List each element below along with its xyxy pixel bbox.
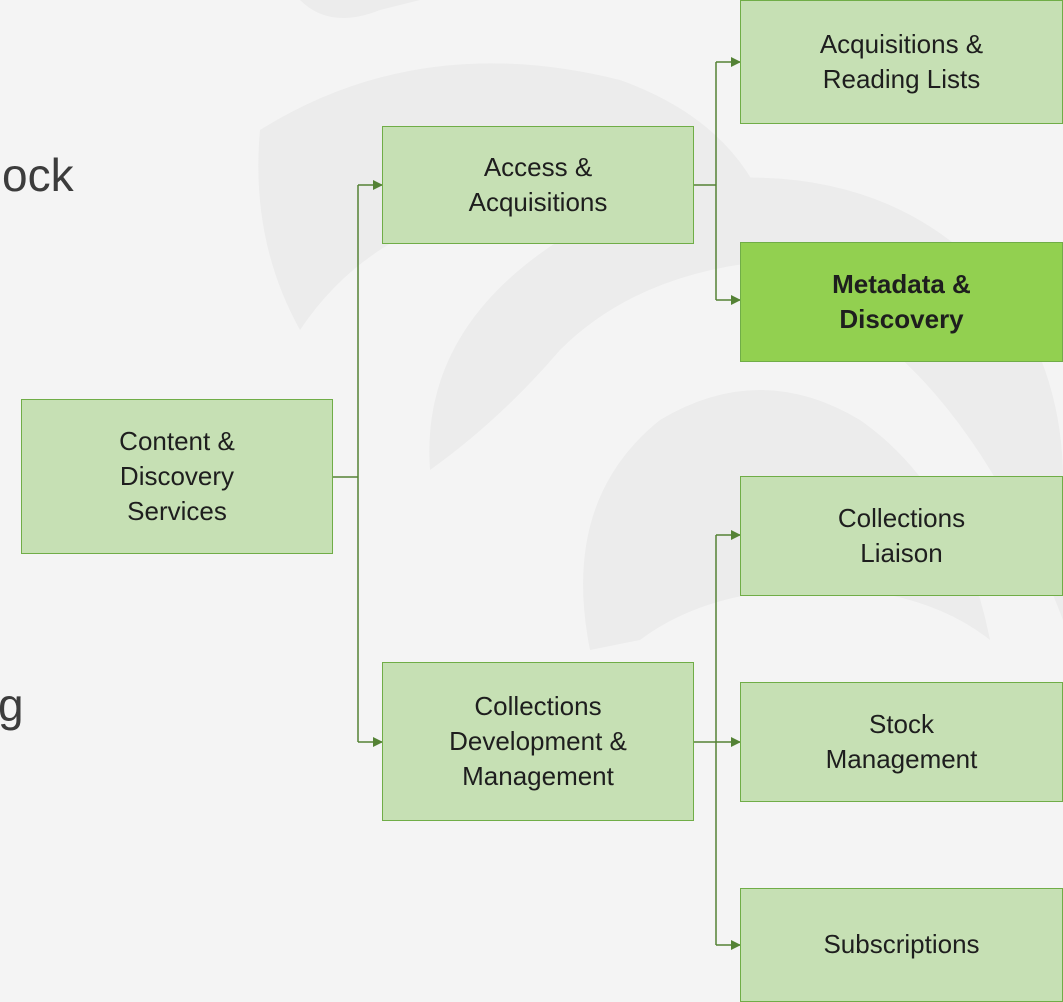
node-label: Stock Management — [825, 708, 978, 774]
node-subscriptions: Subscriptions — [740, 888, 1063, 1002]
node-label: Acquisitions & Reading Lists — [819, 28, 984, 94]
node-access-acquisitions: Access & Acquisitions — [382, 126, 694, 244]
node-collections-liaison: Collections Liaison — [740, 476, 1063, 596]
node-label: Collections Liaison — [837, 502, 966, 568]
node-stock-management: Stock Management — [740, 682, 1063, 802]
node-label: Metadata & Discovery — [832, 268, 971, 334]
node-label: Subscriptions — [823, 929, 980, 960]
left-text-fragment: g — [0, 679, 24, 731]
node-acquisitions-reading-lists: Acquisitions & Reading Lists — [740, 0, 1063, 124]
node-label: Access & Acquisitions — [468, 151, 608, 217]
node-label: Content & Discovery Services — [119, 425, 235, 527]
node-content-discovery-services: Content & Discovery Services — [21, 399, 333, 554]
node-collections-development-management: Collections Development & Management — [382, 662, 694, 821]
node-metadata-discovery: Metadata & Discovery — [740, 242, 1063, 362]
node-label: Collections Development & Management — [449, 690, 627, 792]
left-text-fragment: ock — [2, 149, 74, 201]
